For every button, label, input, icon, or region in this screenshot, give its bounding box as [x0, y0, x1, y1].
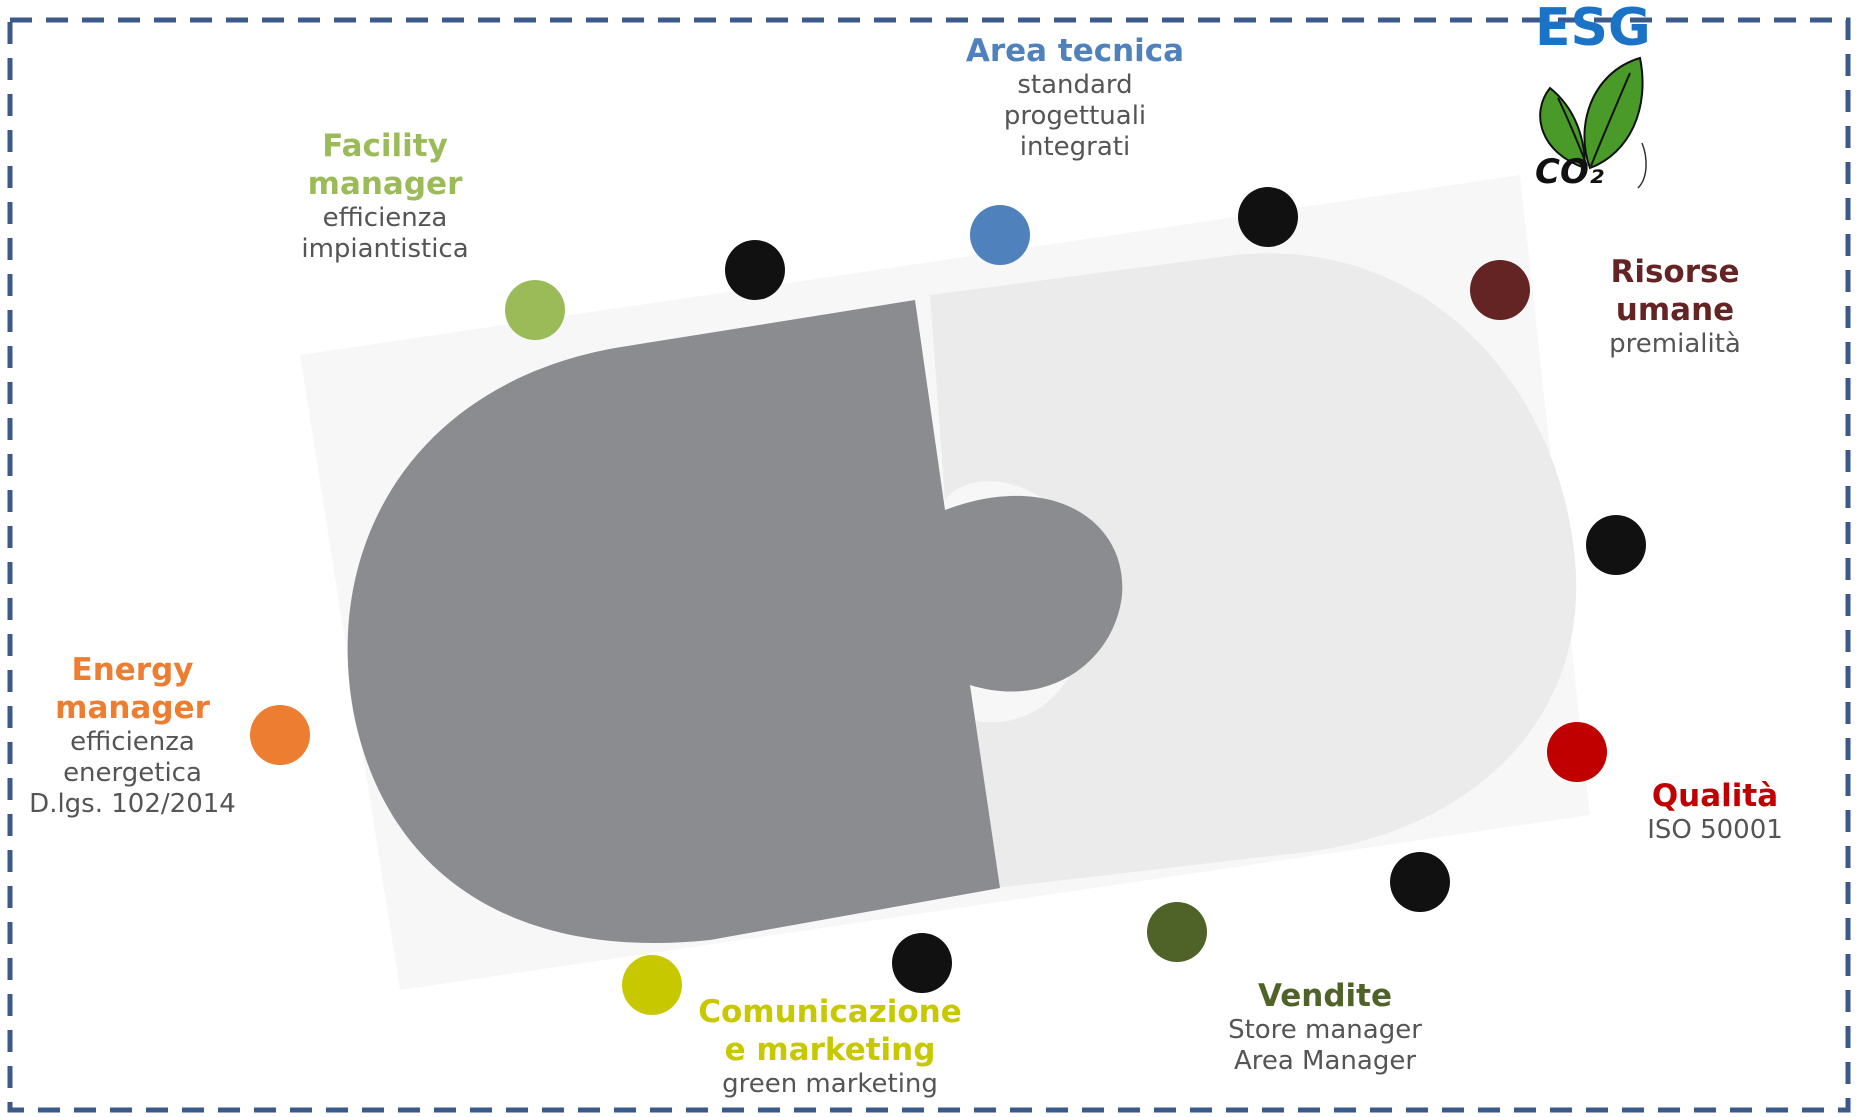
role-desc: Store manager [1228, 1015, 1422, 1045]
role-markers [250, 187, 1646, 1015]
role-desc: impiantistica [301, 234, 469, 264]
marker-energy-manager[interactable] [250, 705, 310, 765]
marker-black[interactable] [1238, 187, 1298, 247]
role-title: e marketing [724, 1032, 936, 1068]
esg-title: ESG [1535, 0, 1651, 58]
role-title: Comunicazione [698, 994, 962, 1030]
label-comunicazione-marketing: Comunicazione e marketing green marketin… [690, 993, 970, 1100]
role-desc: green marketing [722, 1069, 938, 1099]
marker-qualita[interactable] [1547, 722, 1607, 782]
label-qualita: Qualità ISO 50001 [1590, 777, 1840, 846]
role-title: umane [1615, 292, 1735, 328]
marker-black[interactable] [725, 240, 785, 300]
role-desc: progettuali [1003, 101, 1147, 131]
marker-area-tecnica[interactable] [970, 205, 1030, 265]
marker-vendite[interactable] [1147, 902, 1207, 962]
label-risorse-umane: Risorse umane premialità [1550, 253, 1800, 360]
marker-risorse-umane[interactable] [1470, 260, 1530, 320]
marker-black[interactable] [1586, 515, 1646, 575]
co2-text: CO₂ [1535, 152, 1604, 192]
leaf-co2-icon: CO₂ [1535, 56, 1647, 192]
marker-facility-manager[interactable] [505, 280, 565, 340]
role-title: Risorse [1610, 254, 1740, 290]
role-desc: premialità [1609, 329, 1741, 359]
role-desc: efficienza [70, 727, 195, 757]
label-area-tecnica: Area tecnica standard progettuali integr… [910, 32, 1240, 163]
label-facility-manager: Facility manager efficienza impiantistic… [250, 127, 520, 265]
label-vendite: Vendite Store manager Area Manager [1175, 977, 1475, 1077]
role-title: manager [307, 166, 463, 202]
role-desc: D.lgs. 102/2014 [29, 789, 236, 819]
role-desc: standard [1017, 70, 1133, 100]
role-title: manager [55, 690, 210, 726]
role-title: Energy [71, 652, 194, 688]
role-title: Vendite [1257, 978, 1393, 1014]
role-title: Area tecnica [965, 33, 1185, 69]
role-desc: Area Manager [1233, 1046, 1417, 1076]
marker-black[interactable] [892, 933, 952, 993]
role-desc: energetica [63, 758, 202, 788]
marker-comunicazione-marketing[interactable] [622, 955, 682, 1015]
dashed-frame [7, 17, 1851, 1113]
marker-black[interactable] [1390, 852, 1450, 912]
role-desc: integrati [1019, 132, 1131, 162]
role-desc: efficienza [322, 203, 448, 233]
role-title: Facility [322, 128, 448, 164]
label-energy-manager: Energy manager efficienza energetica D.l… [10, 651, 255, 820]
puzzle-piece-right [930, 253, 1577, 888]
role-desc: ISO 50001 [1647, 815, 1783, 845]
role-title: Qualità [1651, 778, 1779, 814]
puzzle-piece-left [347, 300, 1123, 944]
